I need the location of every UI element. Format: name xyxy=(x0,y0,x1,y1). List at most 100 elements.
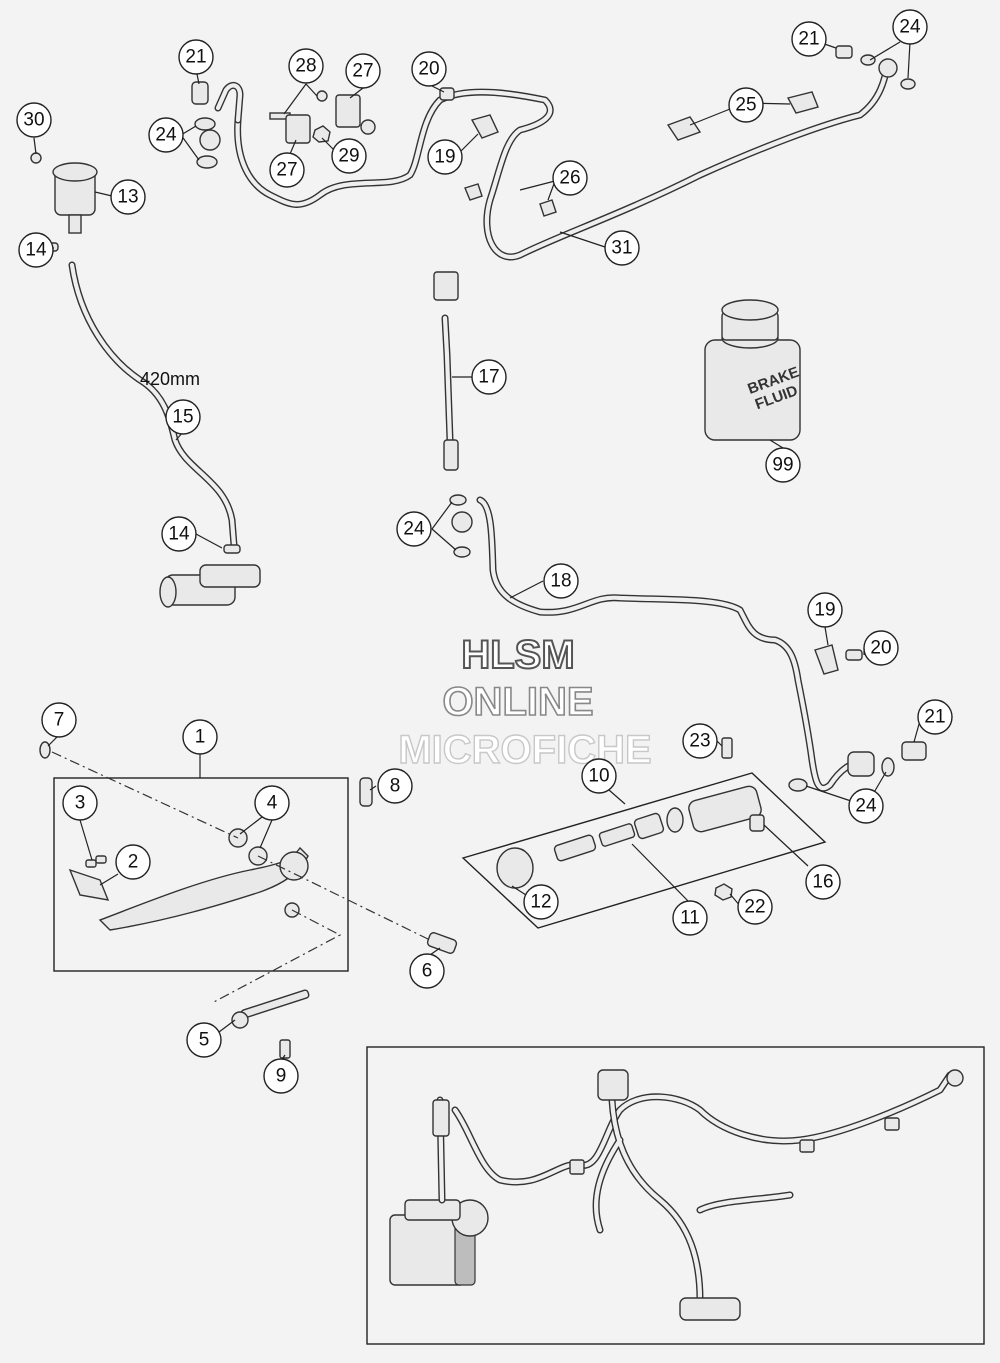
callout-21-topleft: 21 xyxy=(178,39,214,75)
bolt-23 xyxy=(721,737,733,759)
push-rod-end xyxy=(231,1011,249,1029)
clip-27-a xyxy=(335,94,361,128)
washer-24-h xyxy=(788,778,808,792)
washer-24-c xyxy=(860,54,876,66)
clip-25-b xyxy=(786,91,819,114)
svg-text:8: 8 xyxy=(390,776,401,797)
washer-24-d xyxy=(900,78,916,90)
brake-fluid-can: BRAKE FLUID xyxy=(704,299,801,441)
svg-text:6: 6 xyxy=(422,961,433,982)
watermark: HLSM ONLINE MICROFICHE xyxy=(398,632,653,773)
callout-18: 18 xyxy=(543,563,579,599)
svg-text:24: 24 xyxy=(155,125,177,146)
hose-length-label: 420mm xyxy=(140,369,200,389)
callout-8: 8 xyxy=(377,768,413,804)
washer-24-a xyxy=(194,117,216,131)
banjo-end xyxy=(199,129,221,151)
callout-17: 17 xyxy=(471,359,507,395)
svg-text:23: 23 xyxy=(689,731,710,752)
screw-27 xyxy=(316,90,328,102)
svg-text:4: 4 xyxy=(267,793,278,814)
svg-text:14: 14 xyxy=(168,524,190,545)
svg-text:19: 19 xyxy=(814,600,835,621)
svg-text:5: 5 xyxy=(199,1030,210,1051)
washer-24-b xyxy=(196,155,218,169)
inset-frame xyxy=(366,1046,985,1345)
seal-11 xyxy=(666,807,684,833)
watermark-line1: HLSM xyxy=(461,633,574,677)
svg-text:3: 3 xyxy=(75,793,86,814)
clip-26-b xyxy=(539,199,557,217)
svg-text:13: 13 xyxy=(117,187,138,208)
abs-unit xyxy=(389,1199,489,1286)
callout-20-right: 20 xyxy=(863,630,899,666)
watermark-line3: MICROFICHE xyxy=(398,728,651,772)
callout-30: 30 xyxy=(16,102,52,138)
svg-text:14: 14 xyxy=(25,240,47,261)
svg-text:25: 25 xyxy=(735,95,756,116)
callout-2: 2 xyxy=(115,844,151,880)
fitting-lower xyxy=(847,751,875,777)
inset-master-cylinder xyxy=(679,1297,741,1321)
svg-text:28: 28 xyxy=(295,56,316,77)
svg-text:21: 21 xyxy=(185,47,206,68)
svg-text:27: 27 xyxy=(352,61,373,82)
callout-5: 5 xyxy=(186,1022,222,1058)
callout-24-topleft: 24 xyxy=(148,117,184,153)
svg-text:15: 15 xyxy=(172,407,193,428)
callout-23: 23 xyxy=(682,723,718,759)
fitting-16 xyxy=(749,814,765,832)
bolt-20-top xyxy=(439,87,455,101)
callout-3: 3 xyxy=(62,785,98,821)
callout-21-topright: 21 xyxy=(791,21,827,57)
svg-text:24: 24 xyxy=(899,17,921,38)
clamp-19-right xyxy=(814,644,839,675)
svg-text:24: 24 xyxy=(855,796,877,817)
clip-25-a xyxy=(666,116,702,141)
svg-text:31: 31 xyxy=(611,238,632,259)
reservoir xyxy=(52,162,98,234)
bolt-9 xyxy=(279,1039,291,1059)
washer-7 xyxy=(39,741,51,759)
callout-16: 16 xyxy=(805,864,841,900)
sensor-connector xyxy=(433,271,459,301)
callout-24-right: 24 xyxy=(848,788,884,824)
kit-box-10 xyxy=(461,772,827,929)
brake-pedal xyxy=(98,846,309,931)
callout-19-right: 19 xyxy=(807,592,843,628)
pivot-bolt-6 xyxy=(426,932,458,954)
callout-10: 10 xyxy=(581,758,617,794)
svg-text:7: 7 xyxy=(54,710,65,731)
callout-6: 6 xyxy=(409,953,445,989)
screw-3-a xyxy=(85,859,97,868)
screw-3-b xyxy=(95,855,107,864)
clamp-19-top xyxy=(470,114,499,139)
svg-text:21: 21 xyxy=(798,29,819,50)
callout-20-top: 20 xyxy=(411,51,447,87)
svg-text:1: 1 xyxy=(195,727,206,748)
washer-24-e xyxy=(449,494,467,506)
callout-24-topright: 24 xyxy=(892,9,928,45)
svg-text:20: 20 xyxy=(870,638,891,659)
callout-24-middle: 24 xyxy=(396,511,432,547)
inset-fitting xyxy=(946,1069,964,1087)
banjo-bolt-21-lower xyxy=(901,741,927,761)
svg-text:11: 11 xyxy=(680,908,700,929)
callout-21-right: 21 xyxy=(917,699,953,735)
svg-text:10: 10 xyxy=(588,766,609,787)
banjo-bolt-21 xyxy=(191,81,209,105)
clamp-14-bottom xyxy=(223,544,241,554)
cup-11 xyxy=(633,812,665,840)
inset-overview xyxy=(366,1046,985,1345)
svg-text:16: 16 xyxy=(812,872,833,893)
master-cylinder-upper xyxy=(159,564,261,608)
washer-24-g xyxy=(881,757,895,777)
spring-8 xyxy=(359,777,373,807)
clip-26-a xyxy=(464,183,483,201)
spring-11 xyxy=(598,823,636,847)
svg-text:22: 22 xyxy=(744,897,765,918)
svg-text:21: 21 xyxy=(924,707,945,728)
callout-27-bottom: 27 xyxy=(269,152,305,188)
svg-text:99: 99 xyxy=(772,455,793,476)
